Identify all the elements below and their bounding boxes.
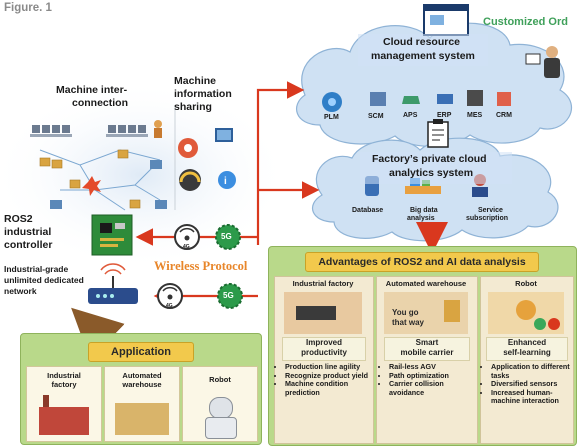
adv-col-warehouse-header: Automated warehouse bbox=[385, 279, 467, 288]
factory-chimney bbox=[43, 395, 49, 407]
adv-factory-bullet-2: Recognize product yield bbox=[285, 371, 370, 381]
app-robot-line1: Robot bbox=[209, 375, 231, 384]
network-line2: unlimited dedicated bbox=[4, 275, 84, 285]
private-item-bigdata-line1: Big data bbox=[410, 207, 438, 214]
machine-interconnection-line2: connection bbox=[72, 97, 129, 109]
machine-interconnection-line1: Machine inter- bbox=[56, 84, 128, 96]
customized-order-label: Customized Ord bbox=[483, 16, 568, 28]
cloud-item-erp: ERP bbox=[437, 112, 452, 119]
adv-col-warehouse-sub: Smart mobile carrier bbox=[384, 337, 470, 361]
cloud-private-title-line1: Factory’s private cloud bbox=[372, 153, 487, 165]
controller-board bbox=[91, 214, 133, 256]
adv-bubble-line1: You go bbox=[392, 308, 419, 317]
machine-rack-right bbox=[106, 125, 148, 137]
cloud-private-title-line2: analytics system bbox=[389, 167, 474, 179]
cloud-resource-title-line2: management system bbox=[371, 50, 475, 62]
robot-head-illustration bbox=[209, 397, 233, 419]
app-warehouse-line2: warehouse bbox=[122, 380, 162, 389]
adv-robot-sub-line1: Enhanced bbox=[507, 338, 547, 347]
warehouse-illustration bbox=[115, 403, 169, 435]
adv-warehouse-sub-line1: Smart bbox=[415, 338, 439, 347]
adv-robot-bullet-3: Increased human-machine interaction bbox=[491, 388, 572, 406]
app-warehouse-line1: Automated bbox=[122, 371, 162, 380]
network-line1: Industrial-grade bbox=[4, 264, 69, 274]
browser-shape bbox=[423, 4, 469, 36]
private-item-service-line2: subscription bbox=[466, 215, 509, 222]
adv-warehouse-sub-line2: mobile carrier bbox=[400, 348, 454, 357]
private-item-service-line1: Service bbox=[478, 207, 503, 214]
badge-4g-top-text: 4G bbox=[183, 244, 190, 250]
adv-factory-sub-line2: productivity bbox=[301, 348, 347, 357]
signal-4g-bottom bbox=[157, 283, 183, 309]
app-factory-line1: Industrial bbox=[47, 371, 81, 380]
cloud-resource-title-box bbox=[358, 34, 488, 66]
badge-5g-bottom bbox=[217, 283, 243, 309]
adv-warehouse-bullet-1: Rail-less AGV bbox=[389, 362, 474, 372]
adv-warehouse-bullet-2: Path optimization bbox=[389, 371, 474, 381]
network-line3: network bbox=[4, 286, 37, 296]
adv-factory-sub-line1: Improved bbox=[305, 338, 342, 347]
adv-factory-bullets: Production line agility Recognize produc… bbox=[274, 362, 370, 397]
cloud-resource-icons bbox=[322, 90, 511, 112]
app-factory-line2: factory bbox=[51, 380, 77, 389]
adv-warehouse-bullets: Rail-less AGV Path optimization Carrier … bbox=[378, 362, 474, 397]
adv-factory-bullet-1: Production line agility bbox=[285, 362, 370, 372]
app-tile-warehouse: Automated warehouse bbox=[104, 366, 180, 442]
adv-robot-bullet-1: Application to different tasks bbox=[491, 363, 572, 380]
badge-5g-top bbox=[215, 224, 241, 250]
controller-line3: controller bbox=[4, 239, 53, 251]
app-tile-robot: Robot bbox=[182, 366, 258, 442]
badge-5g-bottom-text: 5G bbox=[223, 291, 234, 300]
robot-body-illustration bbox=[205, 417, 237, 439]
application-title: Application bbox=[88, 342, 194, 362]
wireless-protocol-label: Wireless Protocol bbox=[154, 259, 248, 273]
cloud-item-scm: SCM bbox=[368, 113, 384, 120]
clipboard-shape bbox=[427, 119, 449, 148]
factory-illustration bbox=[39, 407, 89, 435]
cloud-item-plm: PLM bbox=[324, 114, 339, 121]
person-shape bbox=[525, 46, 560, 78]
private-item-bigdata-line2: analysis bbox=[407, 215, 435, 222]
cloud-item-mes: MES bbox=[467, 112, 483, 119]
adv-robot-bullets: Application to different tasks Diversifi… bbox=[480, 363, 572, 406]
svg-text:i: i bbox=[224, 176, 227, 187]
private-item-database: Database bbox=[352, 207, 384, 214]
advantages-title: Advantages of ROS2 and AI data analysis bbox=[305, 252, 539, 272]
badge-4g-bottom-text: 4G bbox=[166, 303, 173, 309]
app-tile-factory: Industrial factory bbox=[26, 366, 102, 442]
cloud-item-aps: APS bbox=[403, 112, 418, 119]
factory-machine-shape bbox=[296, 306, 336, 320]
cloud-private-title-box bbox=[360, 152, 512, 184]
adv-robot-bullet-2: Diversified sensors bbox=[491, 380, 572, 389]
adv-col-robot-sub: Enhanced self-learning bbox=[486, 337, 568, 361]
router-device bbox=[88, 263, 138, 304]
machine-info-line2: information bbox=[174, 88, 232, 100]
adv-robot-sub-line2: self-learning bbox=[503, 348, 551, 357]
adv-col-factory-sub: Improved productivity bbox=[282, 337, 366, 361]
badge-5g-top-text: 5G bbox=[221, 232, 232, 241]
warehouse-crate-shape bbox=[444, 300, 460, 322]
signal-4g-top bbox=[174, 224, 200, 250]
adv-bubble-line2: that way bbox=[392, 318, 425, 327]
adv-warehouse-bullet-3: Carrier collision avoidance bbox=[389, 379, 474, 397]
check-icon bbox=[534, 318, 546, 330]
machine-rack-left bbox=[30, 125, 72, 137]
figure-label: Figure. 1 bbox=[4, 2, 52, 14]
adv-factory-bullet-3: Machine condition prediction bbox=[285, 379, 370, 397]
machine-info-line1: Machine bbox=[174, 75, 217, 87]
controller-line1: ROS2 bbox=[4, 213, 33, 225]
machine-info-line3: sharing bbox=[174, 101, 212, 113]
robot-face-shape bbox=[516, 300, 536, 320]
adv-col-factory-header: Industrial factory bbox=[292, 279, 354, 288]
adv-col-robot-header: Robot bbox=[515, 279, 537, 288]
cloud-item-crm: CRM bbox=[496, 112, 512, 119]
controller-line2: industrial bbox=[4, 226, 52, 238]
cloud-resource-title-line1: Cloud resource bbox=[383, 36, 461, 48]
cross-icon bbox=[548, 318, 560, 330]
